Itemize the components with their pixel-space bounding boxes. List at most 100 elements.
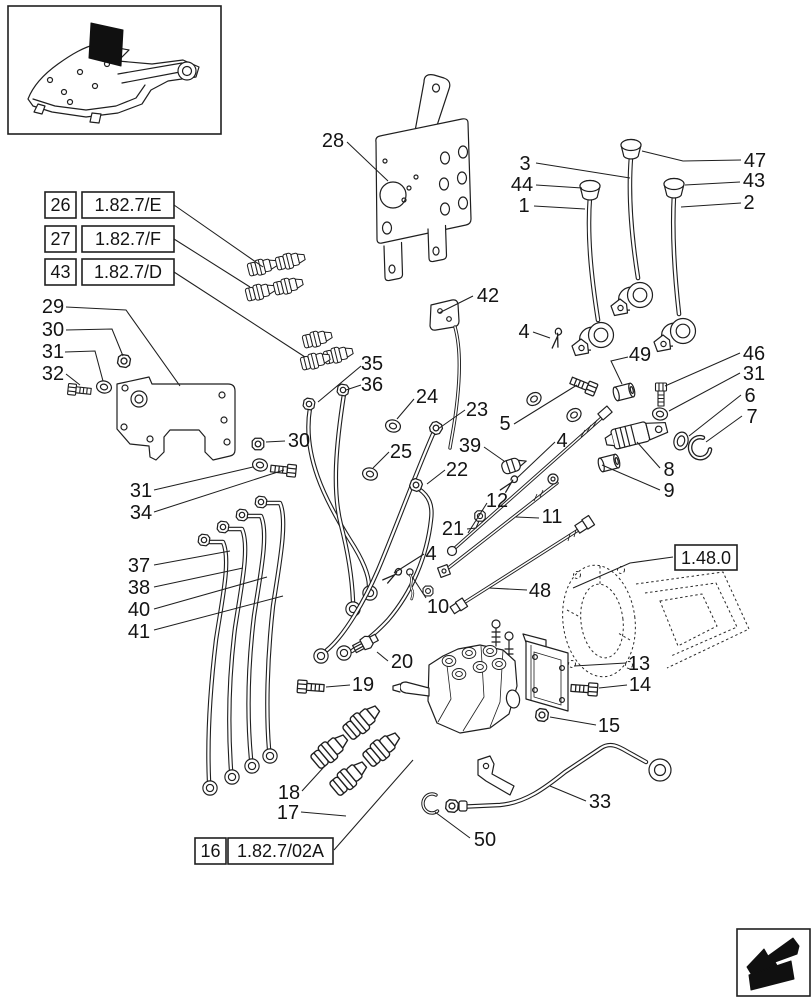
- callout-label-31-left: 31: [42, 341, 64, 363]
- leader-line-25: [372, 451, 390, 469]
- part-pipe-36: [333, 383, 361, 617]
- callout-28: 28: [322, 130, 389, 182]
- leader-line-30-left: [65, 328, 124, 357]
- callout-4-levers: 4: [518, 321, 551, 343]
- refbox-number-box-27-f: [44, 225, 77, 253]
- part-lever-2: [653, 177, 697, 353]
- callout-label-25: 25: [390, 441, 412, 463]
- part-bushing-9: [596, 453, 622, 473]
- callout-label-38: 38: [128, 577, 150, 599]
- callout-31-right: 31: [668, 363, 765, 412]
- callout-label-41: 41: [128, 621, 150, 643]
- callout-label-11: 11: [542, 506, 563, 528]
- leader-line-7: [705, 415, 743, 443]
- refbox-code-26-e: 1.82.7/E: [94, 195, 161, 215]
- callout-18: 18: [278, 767, 324, 804]
- callout-39: 39: [459, 435, 505, 462]
- leader-line-40: [153, 576, 268, 610]
- callout-label-34: 34: [130, 502, 152, 524]
- callout-9: 9: [601, 464, 675, 502]
- callout-label-33: 33: [589, 791, 611, 813]
- callout-label-30-left: 30: [42, 319, 64, 341]
- part-seal-50: [421, 792, 440, 815]
- part-valve-block-16: [392, 619, 521, 734]
- part-couplers-17-18: [308, 700, 405, 799]
- leader-line-41: [153, 595, 284, 631]
- callout-label-43-knob: 43: [743, 170, 765, 192]
- callout-label-32: 32: [42, 363, 64, 385]
- callout-2: 2: [680, 192, 755, 214]
- leader-line-6: [688, 394, 742, 437]
- leader-line-23: [437, 409, 466, 430]
- callout-label-48: 48: [529, 580, 551, 602]
- callout-label-6: 6: [744, 385, 755, 407]
- callout-22: 22: [426, 459, 468, 485]
- leader-line-15: [549, 716, 597, 726]
- part-pipe-38: [216, 520, 248, 785]
- leader-line-14: [598, 684, 628, 689]
- callout-50: 50: [434, 811, 496, 851]
- callout-42: 42: [438, 285, 499, 314]
- leader-line-5: [513, 384, 578, 425]
- callout-label-4-levers: 4: [518, 321, 529, 343]
- callout-44: 44: [511, 174, 583, 196]
- callout-label-10: 10: [427, 596, 449, 618]
- leader-line-34: [153, 469, 285, 513]
- part-washer-5a: [523, 389, 545, 409]
- callout-label-19: 19: [352, 674, 374, 696]
- leader-line-37: [153, 550, 231, 566]
- callout-21: 21: [442, 518, 480, 540]
- part-fitting-20: [352, 633, 379, 654]
- part-rod-11: [436, 473, 559, 579]
- callout-31-mid: 31: [130, 466, 254, 502]
- refbox-number-box-26-e: [44, 191, 77, 219]
- callout-34: 34: [130, 469, 285, 524]
- leader-line-33: [549, 785, 587, 802]
- leader-line-11: [515, 516, 540, 519]
- page-back-arrow-icon: [736, 928, 811, 997]
- callout-25: 25: [372, 441, 412, 469]
- callout-label-3: 3: [519, 153, 530, 175]
- callout-4-mid: 4: [516, 430, 568, 479]
- part-lever-1: [571, 179, 615, 357]
- part-rod-48: [449, 514, 596, 615]
- part-snap-ring-7: [687, 434, 713, 461]
- part-nut-small: [422, 585, 434, 597]
- callout-14: 14: [598, 674, 651, 696]
- callout-48: 48: [488, 580, 551, 602]
- callout-label-29: 29: [42, 296, 64, 318]
- callout-7: 7: [705, 406, 758, 443]
- callout-43-knob: 43: [684, 170, 765, 192]
- leader-line-31-right: [668, 372, 741, 412]
- part-rear-housing-1-48-0: [562, 564, 750, 678]
- part-bolt-19: [296, 679, 325, 695]
- leader-line-19: [325, 684, 351, 688]
- leader-line-20: [376, 651, 389, 662]
- refbox-number-43-d: 43: [50, 262, 70, 282]
- callout-label-36: 36: [361, 374, 383, 396]
- callout-6: 6: [688, 385, 756, 437]
- refbox-number-box-16-02a: [194, 837, 227, 865]
- part-washer-31-right: [651, 406, 669, 422]
- callout-36: 36: [345, 374, 383, 396]
- part-bolt-5: [568, 373, 599, 397]
- leader-line-1: [533, 205, 586, 210]
- leader-line-48: [488, 587, 528, 591]
- part-rod-42: [429, 299, 461, 450]
- part-pipe-41: [254, 495, 286, 764]
- callout-29: 29: [42, 296, 181, 387]
- callout-label-31-mid: 31: [130, 480, 152, 502]
- callout-33: 33: [549, 785, 611, 813]
- leader-line-42: [438, 295, 474, 314]
- part-pipe-33: [444, 742, 672, 814]
- part-nut-15: [534, 707, 550, 723]
- part-nut-30-left: [116, 353, 132, 369]
- leader-line-38: [153, 567, 244, 588]
- refbox-code-box-43-d: [81, 258, 175, 286]
- callout-47: 47: [641, 150, 766, 172]
- callout-label-4-low: 4: [425, 543, 436, 565]
